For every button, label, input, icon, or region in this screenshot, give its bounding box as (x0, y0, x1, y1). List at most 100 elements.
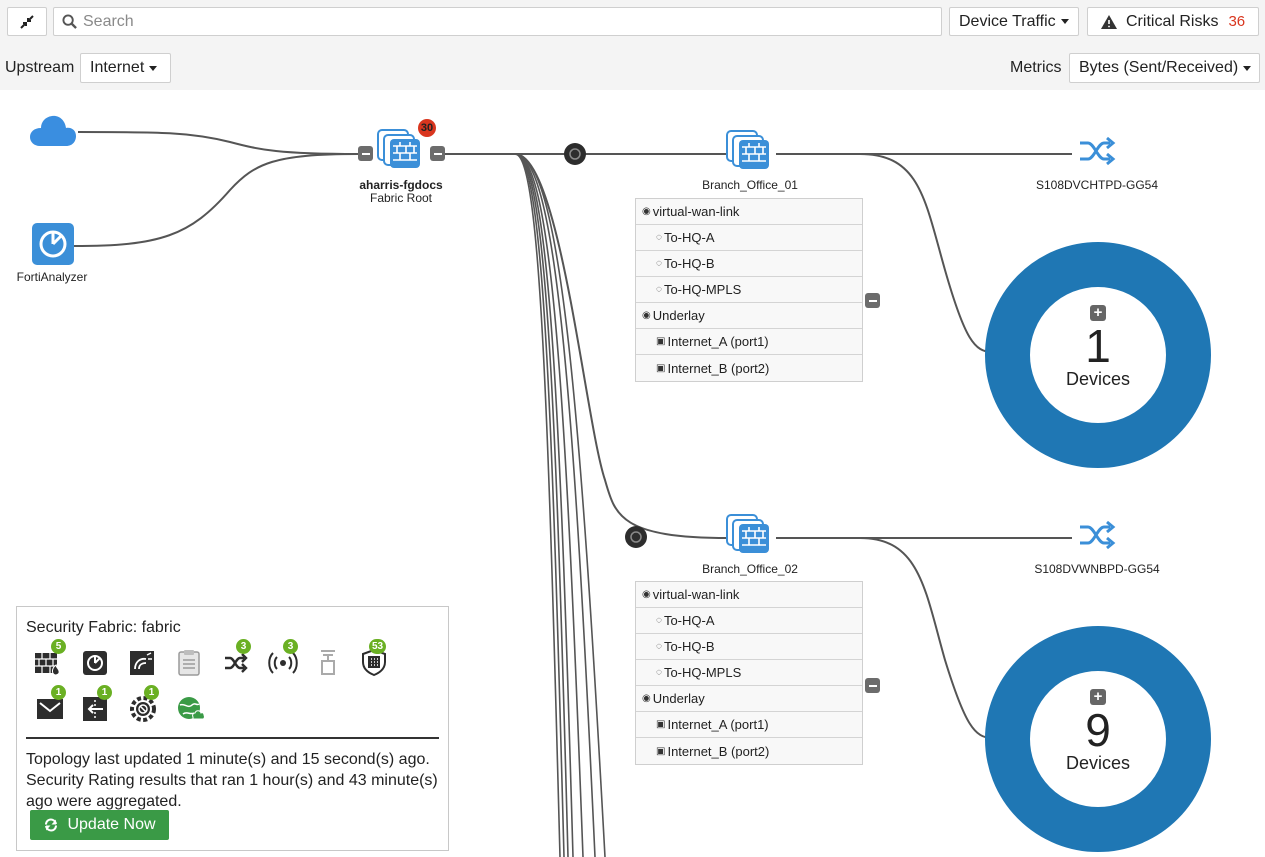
collapse-button[interactable] (7, 7, 47, 36)
fabric-item-switch[interactable]: 3 (222, 639, 252, 677)
devices-count: 9 (1085, 704, 1111, 756)
fabric-item-cloud-services[interactable] (175, 693, 205, 723)
update-now-button[interactable]: Update Now (30, 810, 169, 840)
vpn-icon: ◌ (656, 641, 662, 652)
metrics-dropdown[interactable]: Bytes (Sent/Received) (1069, 53, 1260, 83)
globe-icon (178, 697, 205, 720)
interface-row[interactable]: ◌To-HQ-MPLS (636, 277, 862, 303)
fortigate-icon[interactable] (725, 513, 771, 555)
device-traffic-dropdown[interactable]: Device Traffic (949, 7, 1079, 36)
branch1-switch-name: S108DVCHTPD-GG54 (1035, 178, 1159, 192)
fabric-item-access-point[interactable]: 3 (267, 639, 298, 677)
extender-icon (321, 650, 335, 675)
interface-row[interactable]: ◌To-HQ-A (636, 225, 862, 251)
link-analyzer-root (73, 153, 359, 247)
link-branch2-devices (859, 537, 993, 739)
root-name: aharris-fgdocs (359, 178, 443, 192)
caret-down-icon (1060, 19, 1069, 24)
upstream-value: Internet (90, 59, 145, 76)
access-point-icon (268, 652, 298, 674)
fabric-item-sandbox[interactable] (128, 647, 158, 677)
devices-label: Devices (1065, 369, 1131, 389)
interface-row[interactable]: ◉virtual-wan-link (636, 582, 862, 608)
fabric-item-endpoint[interactable]: 53 (359, 639, 389, 677)
cloud-icon[interactable] (28, 110, 78, 150)
fabric-item-manager[interactable]: 1 (128, 685, 159, 723)
interface-row[interactable]: ▣Internet_B (port2) (636, 355, 862, 381)
fortianalyzer-label: FortiAnalyzer (16, 270, 88, 284)
expand-devices-button[interactable]: + (1090, 305, 1106, 321)
vpn-icon: ◌ (656, 232, 662, 243)
link-root-downstream-1 (514, 153, 561, 857)
devices-label: Devices (1065, 753, 1131, 773)
search-icon (62, 14, 77, 29)
expand-devices-button[interactable]: + (1090, 689, 1106, 705)
interface-row[interactable]: ◌To-HQ-B (636, 251, 862, 277)
endpoint-shield-icon (362, 648, 386, 677)
branch1-devices-donut[interactable]: + 1 Devices (985, 242, 1211, 468)
sdwan-icon: ◉ (642, 310, 651, 321)
panel-divider (26, 737, 439, 739)
interface-row[interactable]: ▣Internet_A (port1) (636, 712, 862, 738)
count-badge: 1 (97, 685, 112, 700)
sdwan-icon: ◉ (642, 693, 651, 704)
metrics-label: Metrics (1010, 59, 1062, 76)
fabric-item-firewall[interactable]: 5 (33, 639, 66, 677)
fortianalyzer-node[interactable] (32, 223, 74, 265)
link-branch1-devices (859, 153, 993, 353)
device-traffic-label: Device Traffic (959, 12, 1056, 30)
vpn-icon: ◌ (656, 667, 662, 678)
fortigate-icon[interactable] (725, 129, 771, 171)
fortianalyzer-icon (39, 230, 67, 258)
caret-down-icon (149, 65, 158, 71)
security-fabric-panel: Security Fabric: fabric 5 (16, 606, 449, 851)
interface-row[interactable]: ◌To-HQ-B (636, 634, 862, 660)
fabric-item-fortianalyzer[interactable] (81, 647, 111, 677)
search-input[interactable]: Search (53, 7, 942, 36)
interface-row[interactable]: ◉virtual-wan-link (636, 199, 862, 225)
branch2-switch-name: S108DVWNBPD-GG54 (1034, 562, 1160, 576)
collapse-interfaces-button[interactable] (865, 293, 880, 308)
interface-row[interactable]: ◉Underlay (636, 303, 862, 329)
search-placeholder: Search (83, 12, 134, 30)
fabric-item-extender[interactable] (314, 647, 344, 677)
topology-update-message: Topology last updated 1 minute(s) and 15… (26, 751, 438, 810)
count-badge: 53 (369, 639, 387, 654)
panel-title: Security Fabric: fabric (26, 619, 181, 636)
port-icon: ▣ (656, 719, 666, 730)
count-badge: 3 (283, 639, 298, 654)
count-badge: 5 (51, 639, 66, 654)
vpn-tunnel-icon[interactable] (563, 142, 587, 166)
link-root-downstream-2 (514, 153, 565, 857)
collapse-interfaces-button[interactable] (865, 678, 880, 693)
branch1-name: Branch_Office_01 (702, 178, 798, 192)
interface-row[interactable]: ◉Underlay (636, 686, 862, 712)
interface-row[interactable]: ▣Internet_B (port2) (636, 738, 862, 764)
vpn-icon: ◌ (656, 284, 662, 295)
fortiswitch-icon[interactable] (1078, 519, 1116, 551)
interface-row[interactable]: ▣Internet_A (port1) (636, 329, 862, 355)
sandbox-icon (130, 651, 154, 675)
fabric-item-web-app[interactable]: 1 (81, 685, 112, 723)
firewall-icon (35, 653, 60, 676)
link-root-downstream-5 (514, 153, 584, 857)
upstream-label: Upstream (5, 59, 75, 76)
collapse-upstream-button[interactable] (358, 146, 373, 161)
critical-risks-button[interactable]: Critical Risks 36 (1087, 7, 1259, 36)
collapse-downstream-button[interactable] (430, 146, 445, 161)
root-role: Fabric Root (369, 191, 433, 205)
update-now-label: Update Now (67, 816, 156, 833)
branch2-devices-donut[interactable]: + 9 Devices (985, 626, 1211, 852)
upstream-dropdown[interactable]: Internet (80, 53, 171, 83)
count-badge: 1 (144, 685, 159, 700)
fortigate-icon[interactable] (376, 128, 422, 170)
fabric-item-mail[interactable]: 1 (35, 685, 66, 723)
interface-row[interactable]: ◌To-HQ-MPLS (636, 660, 862, 686)
fabric-item-clipboard[interactable] (175, 647, 205, 677)
interface-row[interactable]: ◌To-HQ-A (636, 608, 862, 634)
critical-risks-label: Critical Risks (1126, 12, 1219, 30)
fortiswitch-icon[interactable] (1078, 135, 1116, 167)
vpn-tunnel-icon[interactable] (624, 525, 648, 549)
